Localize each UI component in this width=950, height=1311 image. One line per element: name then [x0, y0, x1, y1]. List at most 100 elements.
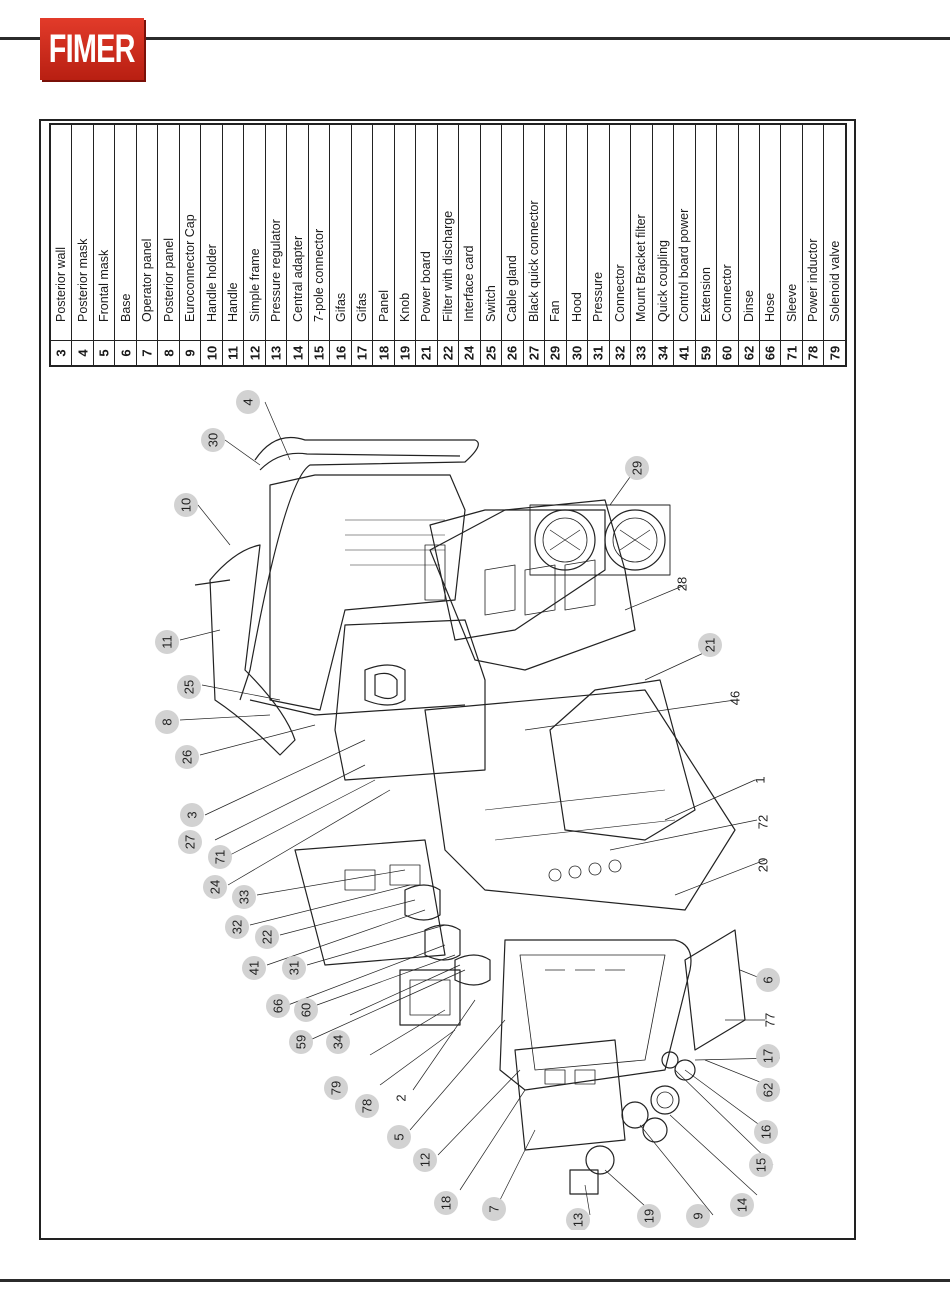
- callout-22: 22: [255, 925, 279, 949]
- legend-part-number: 66: [762, 345, 778, 361]
- legend-part-number: 19: [397, 345, 413, 361]
- legend-part-number-cell: 19: [394, 340, 416, 365]
- legend-part-number-cell: 21: [416, 340, 437, 365]
- legend-part-name-cell: Hood: [567, 125, 587, 340]
- callout-28: 28: [675, 577, 690, 591]
- callout-34: 34: [326, 1030, 350, 1054]
- legend-part-number: 71: [784, 345, 800, 361]
- legend-part-name: 7-pole connector: [312, 228, 327, 322]
- callout-29: 29: [625, 456, 649, 480]
- legend-part-number-cell: 33: [631, 340, 652, 365]
- legend-part-name: Hose: [763, 292, 778, 322]
- svg-text:34: 34: [331, 1035, 346, 1049]
- legend-part-name-cell: Posterior mask: [72, 125, 92, 340]
- legend-part-name-cell: Hose: [760, 125, 780, 340]
- legend-part-number-cell: 8: [158, 340, 179, 365]
- legend-part-name: Fan: [548, 300, 563, 322]
- legend-part-name: Central adapter: [290, 235, 305, 322]
- svg-text:72: 72: [756, 815, 771, 829]
- fimer-logo: FIMER: [40, 18, 144, 80]
- legend-part-number: 41: [676, 345, 692, 361]
- legend-part-number: 32: [612, 345, 628, 361]
- legend-part-number-cell: 41: [674, 340, 695, 365]
- legend-part-number-cell: 26: [502, 340, 523, 365]
- callout-14: 14: [730, 1193, 754, 1217]
- svg-text:27: 27: [183, 835, 198, 849]
- svg-text:15: 15: [754, 1158, 769, 1172]
- legend-part-number-cell: 62: [738, 340, 759, 365]
- callout-13: 13: [566, 1208, 590, 1230]
- legend-part-name-cell: Power inductor: [803, 125, 823, 340]
- callout-25: 25: [177, 675, 201, 699]
- callout-19: 19: [637, 1204, 661, 1228]
- callout-21: 21: [698, 633, 722, 657]
- legend-part-number-cell: 10: [201, 340, 222, 365]
- svg-text:11: 11: [160, 635, 175, 649]
- callout-6: 6: [756, 968, 780, 992]
- legend-part-number: 10: [204, 345, 220, 361]
- legend-part-number-cell: 9: [179, 340, 201, 365]
- legend-part-number: 31: [590, 345, 606, 361]
- legend-part-name-cell: Switch: [481, 125, 501, 340]
- legend-part-number: 12: [247, 345, 263, 361]
- legend-part-name: Panel: [376, 290, 391, 322]
- legend-part-name-cell: Dinse: [739, 125, 759, 340]
- svg-text:25: 25: [182, 680, 197, 694]
- legend-part-number: 30: [569, 345, 585, 361]
- svg-text:26: 26: [180, 750, 195, 764]
- legend-part-number-cell: 34: [652, 340, 674, 365]
- svg-text:18: 18: [439, 1196, 454, 1210]
- legend-part-name: Control board power: [677, 208, 692, 322]
- svg-text:1: 1: [753, 776, 768, 783]
- logo-text: FIMER: [49, 26, 136, 71]
- legend-part-number: 78: [805, 345, 821, 361]
- legend-part-number-cell: 79: [824, 340, 845, 365]
- legend-part-name: Mount Bracket filter: [634, 214, 649, 322]
- legend-part-number-cell: 78: [802, 340, 824, 365]
- legend-part-name: Hood: [569, 292, 584, 322]
- legend-part-name-cell: Cable gland: [502, 125, 522, 340]
- legend-part-name: Posterior panel: [161, 237, 176, 322]
- svg-text:20: 20: [756, 858, 771, 872]
- legend-part-number-cell: 71: [781, 340, 802, 365]
- legend-part-name-cell: Posterior wall: [51, 125, 71, 340]
- legend-part-number: 11: [225, 346, 241, 360]
- legend-part-name-cell: Filter with discharge: [438, 125, 458, 340]
- svg-text:71: 71: [213, 850, 228, 864]
- callout-4: 4: [236, 390, 260, 414]
- svg-text:33: 33: [237, 890, 252, 904]
- legend-part-number-cell: 29: [545, 340, 566, 365]
- legend-part-number-cell: 24: [459, 340, 480, 365]
- svg-text:10: 10: [179, 498, 194, 512]
- legend-part-name: Solenoid valve: [827, 240, 842, 322]
- callout-9: 9: [686, 1204, 710, 1228]
- legend-part-name-cell: Gifas: [330, 125, 350, 340]
- legend-part-number: 3: [53, 349, 69, 357]
- legend-part-name: Posterior wall: [54, 246, 69, 322]
- legend-part-name-cell: Interface card: [459, 125, 479, 340]
- legend-part-name-cell: Pressure regulator: [266, 125, 286, 340]
- legend-part-name: Cable gland: [505, 255, 520, 322]
- legend-row: Control board power 41: [674, 125, 696, 365]
- svg-text:29: 29: [630, 461, 645, 475]
- callout-31: 31: [282, 956, 306, 980]
- legend-part-name: Frontal mask: [97, 249, 112, 322]
- legend-part-number: 27: [526, 345, 542, 361]
- legend-part-number: 16: [333, 345, 349, 361]
- legend-part-number-cell: 30: [566, 340, 588, 365]
- svg-text:5: 5: [392, 1133, 407, 1140]
- callout-2: 2: [394, 1094, 409, 1101]
- legend-part-name: Dinse: [741, 290, 756, 322]
- callout-27: 27: [178, 830, 202, 854]
